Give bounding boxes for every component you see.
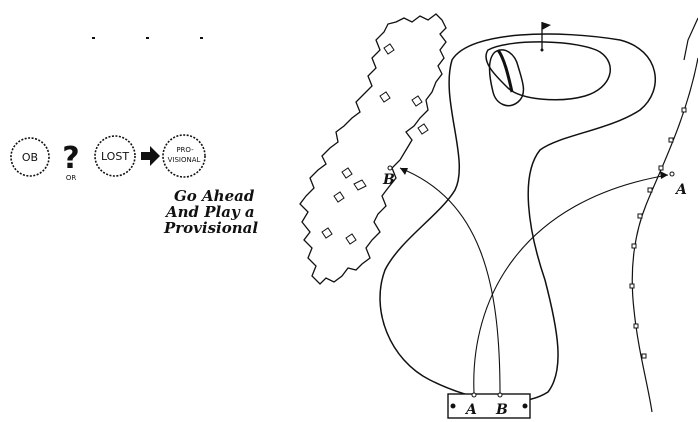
- right-edge-line: [683, 17, 698, 61]
- bunker-edge: [496, 49, 514, 93]
- shot-arc-b: [399, 167, 501, 394]
- boundary-stakes: [629, 107, 687, 359]
- tee-box: [447, 392, 531, 419]
- bunker-outline: [488, 49, 525, 107]
- caption-line2: And Play a: [164, 203, 255, 221]
- flag-icon: [540, 22, 551, 52]
- lost-label: LOST: [101, 150, 129, 163]
- provisional-label-line1: PRO-: [176, 146, 194, 154]
- ob-circle: OB: [10, 137, 50, 177]
- or-label: OR: [66, 174, 77, 182]
- shot-arc-a: [473, 174, 669, 394]
- tee-label-b: B: [495, 402, 508, 418]
- right-arrow-icon: [141, 146, 160, 166]
- landing-marker-b: [387, 165, 393, 171]
- tee-label-a: A: [464, 402, 477, 418]
- landing-label-a: A: [674, 182, 687, 198]
- ob-label: OB: [22, 151, 38, 164]
- caption-line1: Go Ahead: [174, 187, 255, 205]
- landing-label-b: B: [382, 172, 395, 188]
- green-outline: [485, 41, 611, 101]
- arrow-a-head: [660, 171, 668, 179]
- question-mark: ?: [62, 141, 79, 176]
- provisional-label-line2: VISIONAL: [168, 156, 201, 164]
- ob-boundary-line: [631, 57, 698, 413]
- provisional-circle: PRO- VISIONAL: [162, 134, 206, 178]
- stray-marks: [92, 37, 203, 39]
- arrow-b-head: [400, 168, 408, 175]
- landing-marker-a: [669, 171, 675, 177]
- trees-outline: [299, 13, 447, 285]
- tree-clumps: [321, 43, 429, 245]
- fairway-outline: [379, 33, 656, 403]
- caption-line3: Provisional: [163, 219, 258, 237]
- lost-circle: LOST: [94, 135, 136, 177]
